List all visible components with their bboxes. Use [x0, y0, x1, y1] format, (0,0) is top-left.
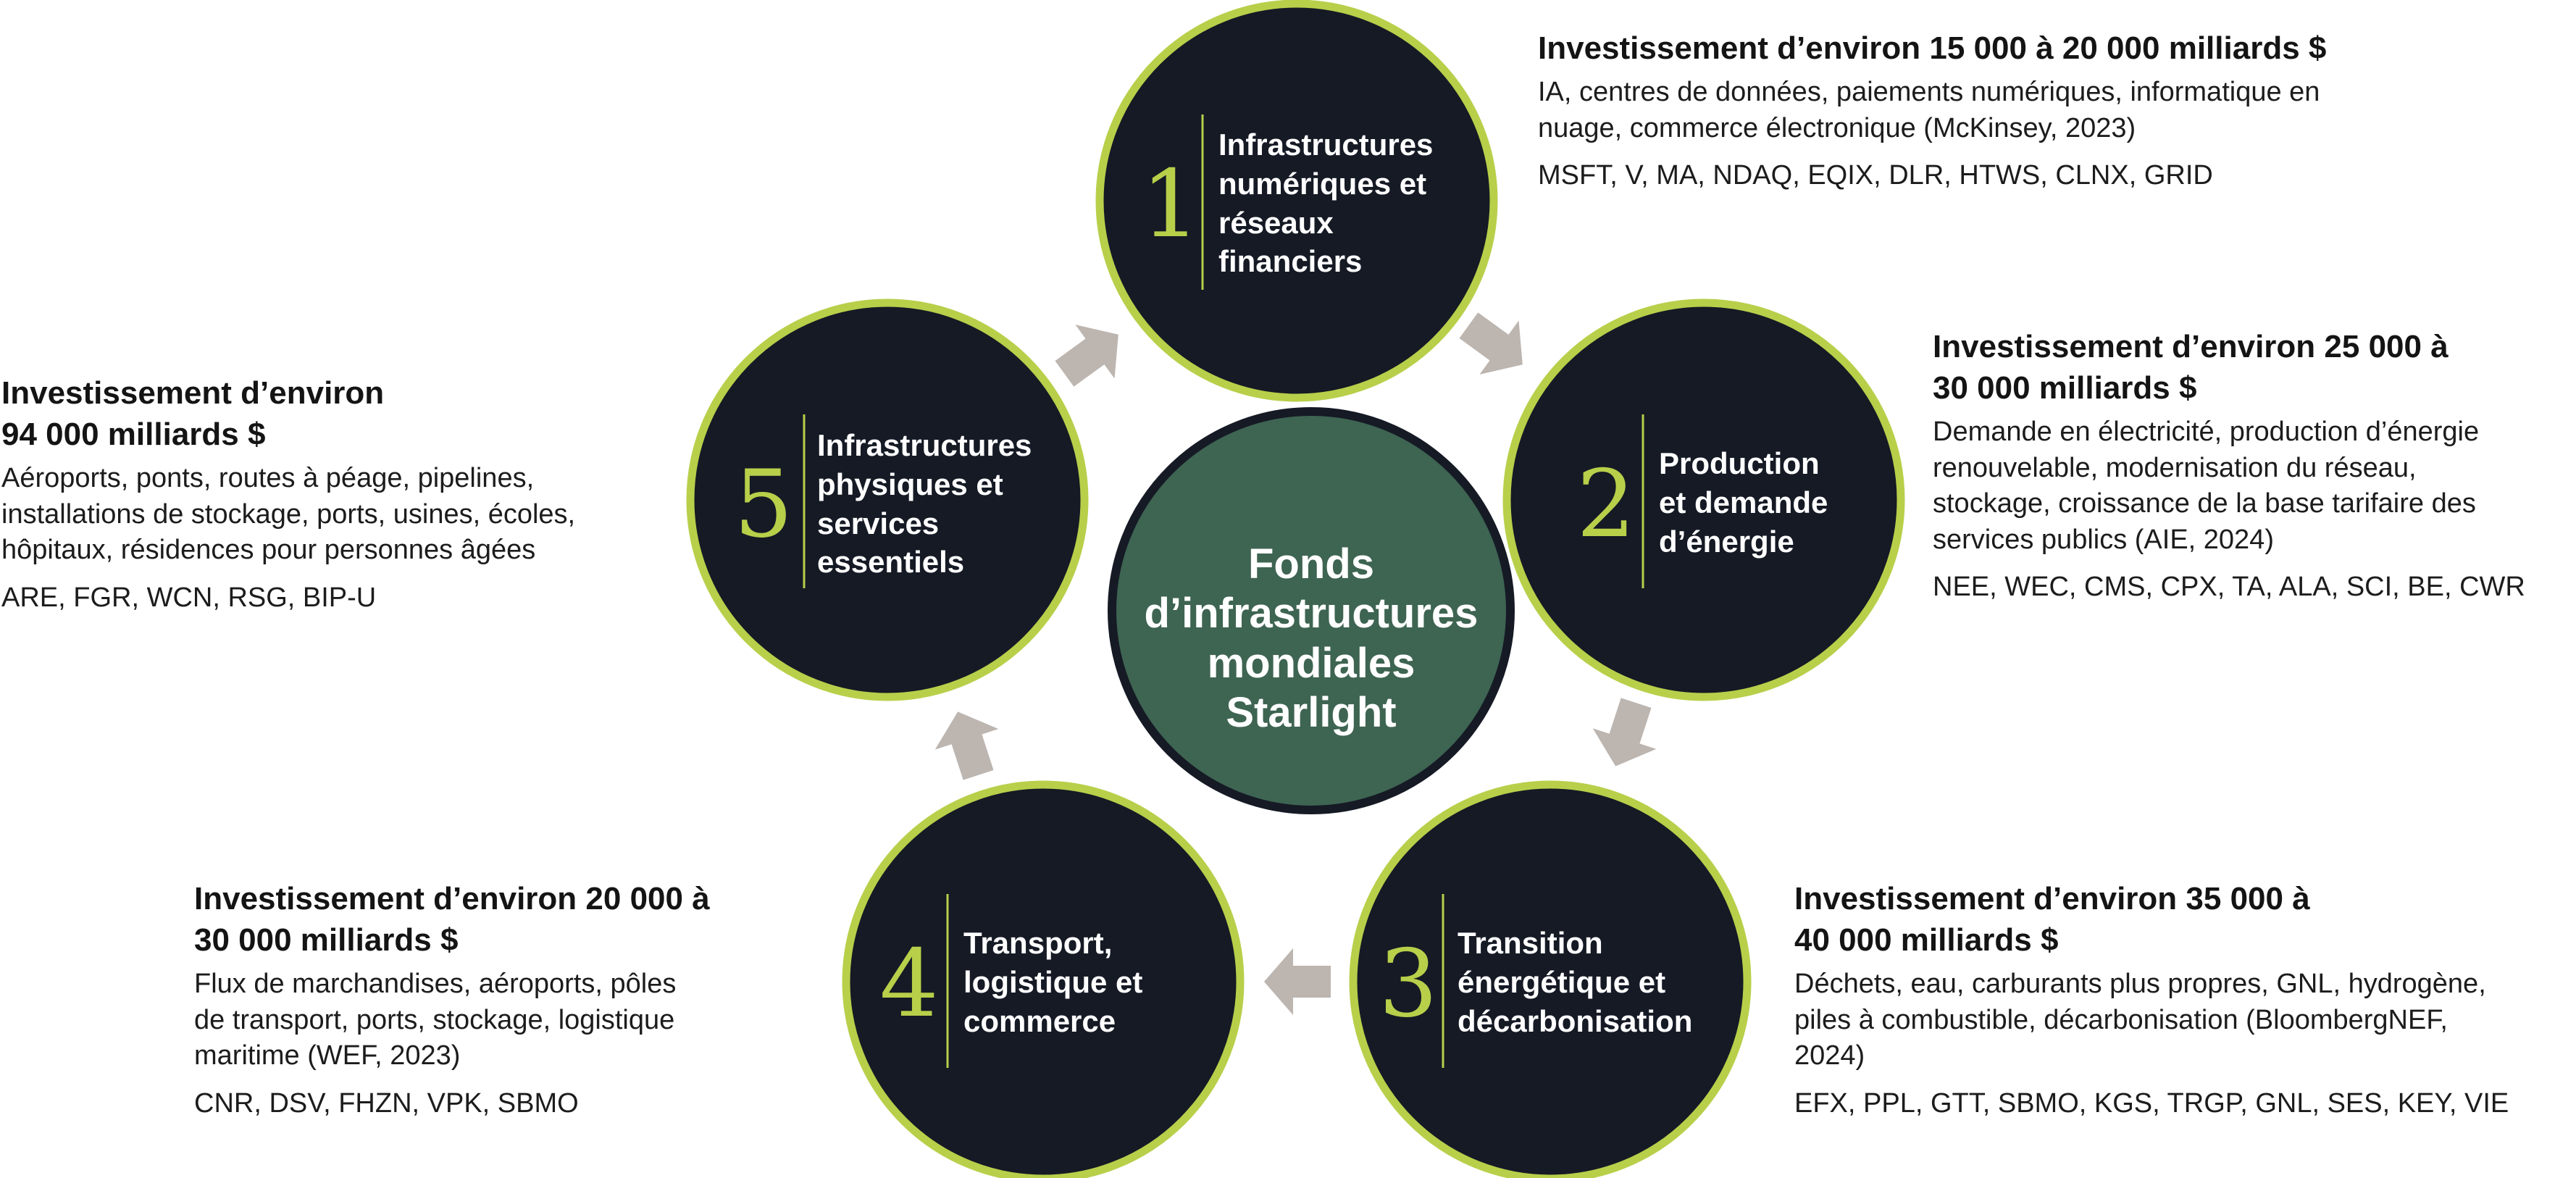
circle-2-label-line: et demande [1659, 485, 1828, 519]
info-5-tickers: ARE, FGR, WCN, RSG, BIP-U [1, 582, 377, 613]
center-label-line: d’infrastructures [1144, 590, 1479, 638]
info-4-description-line: de transport, ports, stockage, logistiqu… [194, 1004, 675, 1035]
info-block-5: Investissement d’environ 94 000 milliard… [1, 372, 575, 616]
arrow-1-to-2 [1459, 312, 1523, 375]
arrow-3-to-4 [1264, 948, 1331, 1015]
circle-5-label-line: Infrastructures [817, 428, 1032, 462]
center-label-line: Starlight [1226, 689, 1397, 737]
info-2-heading: Investissement d’environ 25 000 à 30 000… [1933, 326, 2525, 409]
info-3-heading-line: Investissement d’environ 35 000 à [1794, 881, 2310, 916]
info-4-tickers: CNR, DSV, FHZN, VPK, SBMO [194, 1087, 579, 1119]
info-5-description-line: hôpitaux, résidences pour personnes âgée… [1, 535, 536, 566]
info-block-1: Investissement d’environ 15 000 à 20 000… [1538, 28, 2326, 193]
arrow-2-to-3 [1592, 698, 1657, 766]
arrow-5-to-1-shape [1055, 325, 1118, 387]
info-5-description-line: Aéroports, ponts, routes à péage, pipeli… [1, 463, 535, 494]
arrow-5-to-1 [1055, 325, 1118, 387]
circle-4-label-line: commerce [963, 1003, 1116, 1038]
info-5-heading-line: Investissement d’environ [1, 375, 385, 411]
center-circle [1108, 407, 1515, 814]
circle-3-label: Transition énergétique et décarbonisatio… [1458, 924, 1692, 1040]
circle-2 [1502, 298, 1905, 701]
info-5-heading: Investissement d’environ 94 000 milliard… [1, 372, 575, 455]
circle-3 [1349, 780, 1752, 1178]
info-block-3: Investissement d’environ 35 000 à 40 000… [1794, 878, 2509, 1121]
circle-2-label-line: d’énergie [1659, 524, 1794, 559]
info-3-description-line: Déchets, eau, carburants plus propres, G… [1794, 969, 2486, 1000]
circle-1-label-line: financiers [1218, 244, 1363, 279]
arrow-4-to-5 [934, 711, 999, 780]
info-4-description-line: maritime (WEF, 2023) [194, 1040, 461, 1072]
arrow-3-to-4-shape [1264, 948, 1331, 1015]
info-2-description-line: stockage, croissance de la base tarifair… [1933, 488, 2476, 519]
info-1-description-line: nuage, commerce électronique (McKinsey, … [1538, 112, 2136, 143]
info-4-description-line: Flux de marchandises, aéroports, pôles [194, 969, 677, 1000]
arrow-4-to-5-shape [934, 711, 999, 780]
arrow-2-to-3-shape [1592, 698, 1657, 766]
info-block-2: Investissement d’environ 25 000 à 30 000… [1933, 326, 2525, 605]
info-5-description: Aéroports, ponts, routes à péage, pipeli… [1, 461, 575, 568]
circle-1-label: Infrastructures numériques et réseaux fi… [1218, 125, 1433, 281]
info-1-heading: Investissement d’environ 15 000 à 20 000… [1538, 28, 2326, 69]
info-4-heading: Investissement d’environ 20 000 à 30 000… [194, 878, 710, 961]
circle-2-number: 2 [1576, 451, 1635, 559]
info-1-description: IA, centres de données, paiements numéri… [1538, 75, 2326, 146]
info-1-tickers: MSFT, V, MA, NDAQ, EQIX, DLR, HTWS, CLNX… [1538, 159, 2213, 191]
info-2-tickers: NEE, WEC, CMS, CPX, TA, ALA, SCI, BE, CW… [1933, 571, 2525, 602]
info-3-description: Déchets, eau, carburants plus propres, G… [1794, 966, 2509, 1074]
circle-3-label-line: décarbonisation [1458, 1003, 1693, 1038]
circle-4 [842, 780, 1245, 1178]
circle-1-label-line: numériques et [1218, 166, 1427, 201]
info-5-heading-line: 94 000 milliards $ [1, 417, 266, 453]
circle-3-label-line: Transition [1458, 926, 1603, 960]
circle-5-label: Infrastructures physiques et services es… [817, 426, 1032, 582]
circle-5 [686, 298, 1089, 701]
info-2-description-line: services publics (AIE, 2024) [1933, 524, 2274, 555]
center-label-line: Fonds [1248, 540, 1374, 588]
circle-2-label: Production et demande d’énergie [1659, 444, 1828, 561]
info-2-heading-line: Investissement d’environ 25 000 à [1933, 329, 2449, 364]
circle-4-label-line: logistique et [963, 964, 1143, 999]
info-2-heading-line: 30 000 milliards $ [1933, 370, 2197, 406]
circle-1-label-line: réseaux [1218, 205, 1334, 240]
center-label: Fonds d’infrastructures mondiales Starli… [1116, 540, 1507, 738]
info-1-heading-line: Investissement d’environ 15 000 à 20 000… [1538, 30, 2327, 66]
circle-3-label-line: énergétique et [1458, 964, 1666, 999]
center-label-line: mondiales [1207, 639, 1415, 687]
info-2-description-line: Demande en électricité, production d’éne… [1933, 417, 2480, 448]
circle-3-number: 3 [1379, 930, 1437, 1038]
info-5-description-line: installations de stockage, ports, usines… [1, 498, 576, 530]
circle-4-label: Transport, logistique et commerce [963, 924, 1142, 1040]
info-2-description: Demande en électricité, production d’éne… [1933, 414, 2525, 558]
info-1-description-line: IA, centres de données, paiements numéri… [1538, 77, 2320, 108]
circle-1 [1095, 0, 1498, 402]
circle-5-number: 5 [734, 451, 793, 559]
info-4-description: Flux de marchandises, aéroports, pôles d… [194, 966, 710, 1074]
info-3-heading: Investissement d’environ 35 000 à 40 000… [1794, 878, 2509, 961]
info-4-heading-line: 30 000 milliards $ [194, 922, 459, 958]
info-2-description-line: renouvelable, modernisation du réseau, [1933, 452, 2417, 483]
circle-5-label-line: services [817, 506, 940, 540]
circle-4-label-line: Transport, [963, 926, 1113, 960]
info-3-description-line: 2024) [1794, 1040, 1865, 1072]
info-4-heading-line: Investissement d’environ 20 000 à [194, 881, 710, 916]
info-3-tickers: EFX, PPL, GTT, SBMO, KGS, TRGP, GNL, SES… [1794, 1087, 2509, 1119]
circle-5-label-line: essentiels [817, 545, 965, 580]
circle-5-label-line: physiques et [817, 467, 1003, 501]
info-block-4: Investissement d’environ 20 000 à 30 000… [194, 878, 710, 1121]
arrow-1-to-2-shape [1459, 312, 1523, 375]
circle-1-number: 1 [1141, 151, 1200, 259]
circle-1-label-line: Infrastructures [1218, 128, 1434, 162]
circle-4-number: 4 [879, 930, 938, 1038]
info-3-heading-line: 40 000 milliards $ [1794, 922, 2059, 958]
circle-2-label-line: Production [1659, 446, 1820, 480]
info-3-description-line: piles à combustible, décarbonisation (Bl… [1794, 1004, 2448, 1035]
